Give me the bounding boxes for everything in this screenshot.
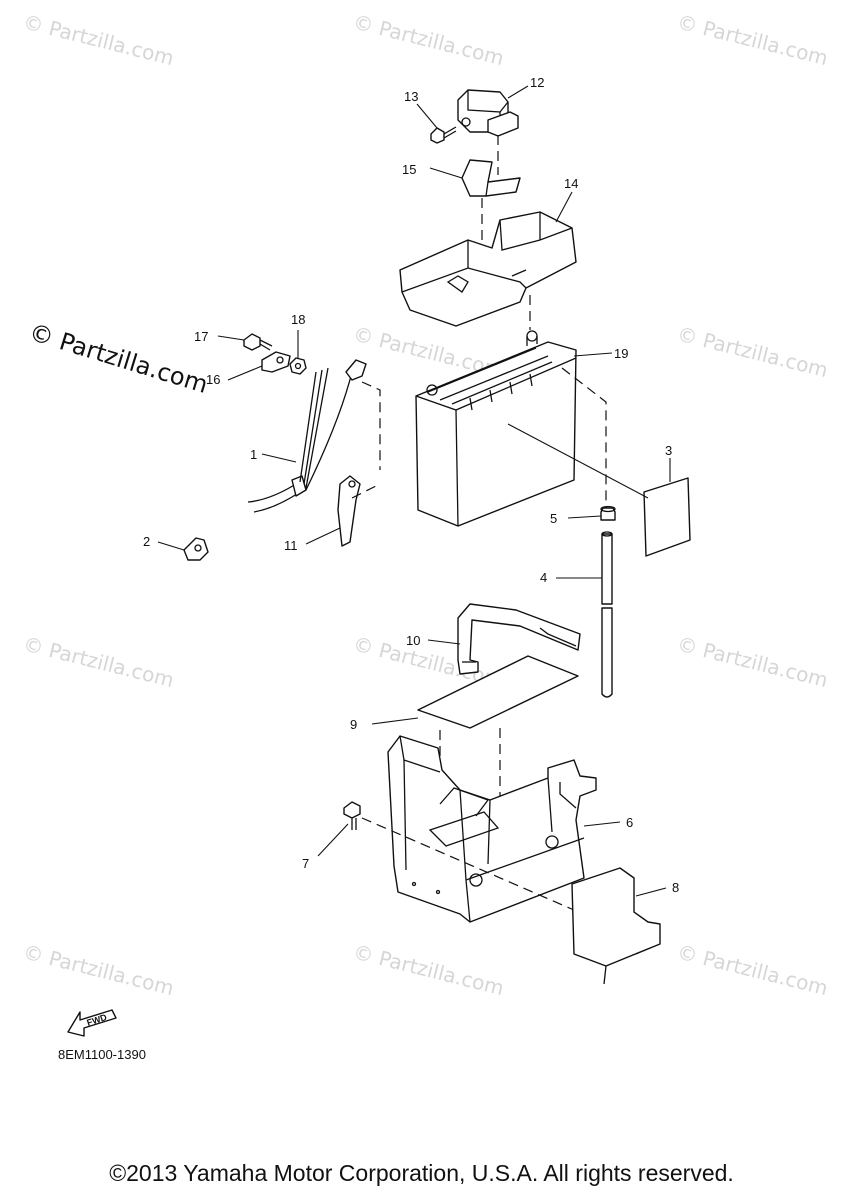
battery-label-part — [643, 477, 691, 557]
breather-hose-part — [601, 531, 613, 698]
watermark-text: © Partzilla.com — [351, 10, 507, 71]
cover-plate-part — [571, 867, 661, 985]
callout-17: 17 — [194, 329, 208, 344]
bolt-7-part — [343, 801, 361, 830]
callout-15: 15 — [402, 162, 416, 177]
callout-5: 5 — [550, 511, 557, 526]
battery-part — [415, 330, 577, 527]
callout-18: 18 — [291, 312, 305, 327]
rubber-sheet-part — [417, 655, 579, 729]
relay-bracket-part — [461, 159, 521, 197]
callout-12: 12 — [530, 75, 544, 90]
bolt-13-part — [430, 126, 457, 144]
callout-8: 8 — [672, 880, 679, 895]
watermark-text: © Partzilla.com — [675, 322, 831, 383]
callout-3: 3 — [665, 443, 672, 458]
watermark-text: © Partzilla.com — [675, 940, 831, 1001]
battery-box-part — [387, 735, 597, 923]
diagram-code: 8EM1100-1390 — [58, 1047, 146, 1062]
callout-2: 2 — [143, 534, 150, 549]
wire-harness-part — [247, 359, 367, 513]
watermark-text: © Partzilla.com — [21, 10, 177, 71]
callout-7: 7 — [302, 856, 309, 871]
watermark-text: © Partzilla.com — [675, 10, 831, 71]
terminal-lead-part — [337, 475, 361, 547]
nut-part — [289, 357, 307, 375]
callout-4: 4 — [540, 570, 547, 585]
callout-19: 19 — [614, 346, 628, 361]
callout-14: 14 — [564, 176, 578, 191]
wire-clamp-part — [183, 537, 209, 561]
callout-1: 1 — [250, 447, 257, 462]
callout-9: 9 — [350, 717, 357, 732]
callout-16: 16 — [206, 372, 220, 387]
fwd-label: FWD — [86, 1012, 109, 1028]
spacer-part — [261, 351, 291, 373]
watermark-text: © Partzilla.com — [675, 632, 831, 693]
battery-cover-part — [399, 211, 577, 327]
watermark-text: © Partzilla.com — [21, 632, 177, 693]
callout-10: 10 — [406, 633, 420, 648]
bolt-17-part — [243, 333, 273, 351]
copyright-footer: ©2013 Yamaha Motor Corporation, U.S.A. A… — [109, 1160, 734, 1186]
callout-6: 6 — [626, 815, 633, 830]
callout-13: 13 — [404, 89, 418, 104]
battery-band-part — [457, 603, 581, 675]
starter-relay-part — [457, 89, 519, 137]
breather-fitting-part — [600, 505, 616, 521]
watermark-text: © Partzilla.com — [21, 940, 177, 1001]
fwd-arrow-icon: FWD — [67, 1009, 117, 1037]
watermark-text: © Partzilla.com — [351, 940, 507, 1001]
callout-11: 11 — [284, 538, 298, 553]
